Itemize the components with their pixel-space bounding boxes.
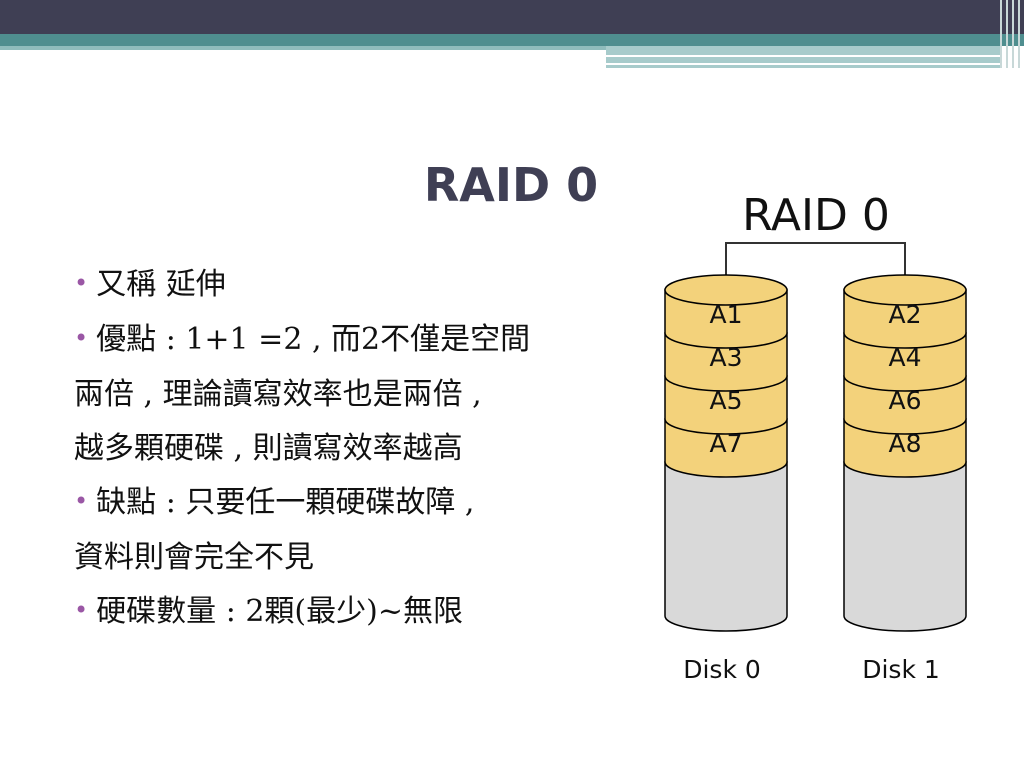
bullet-text: 又稱 延伸 (96, 267, 226, 302)
bullet-item: •硬碟數量 : 2顆(最少)~無限 (74, 585, 634, 640)
data-block (843, 375, 967, 435)
header-accent-panel (606, 46, 1001, 68)
header-accent-band (0, 34, 1024, 46)
bullet-text: 缺點 : 只要任一顆硬碟故障 , (96, 485, 475, 520)
bullet-dot-icon: • (74, 269, 89, 297)
bullet-text: 資料則會完全不見 (74, 540, 314, 575)
block-label: A3 (709, 343, 742, 372)
bullet-continuation: 越多顆硬碟 , 則讀寫效率越高 (74, 422, 634, 476)
disk-empty-space (843, 461, 967, 632)
bullet-dot-icon: • (74, 324, 89, 352)
block-label: A2 (888, 300, 921, 329)
bullet-item: •又稱 延伸 (74, 258, 634, 313)
header-edge-lines (996, 0, 1024, 68)
block-label: A6 (888, 386, 921, 415)
bullet-continuation: 資料則會完全不見 (74, 531, 634, 585)
bullet-item: •缺點 : 只要任一顆硬碟故障 , (74, 476, 634, 531)
header-accent-stripe (0, 46, 606, 50)
header-accent-line (606, 55, 1001, 57)
slide-title: RAID 0 (423, 158, 599, 212)
data-block (664, 289, 788, 349)
block-label: A8 (888, 429, 921, 458)
disk-label: Disk 1 (862, 655, 940, 684)
diagram-title: RAID 0 (742, 190, 890, 241)
bullet-list: •又稱 延伸•優點 : 1+1 =2 , 而2不僅是空間兩倍 , 理論讀寫效率也… (74, 258, 634, 640)
bullet-dot-icon: • (74, 596, 89, 624)
bullet-text: 硬碟數量 : 2顆(最少)~無限 (96, 594, 463, 629)
header-bar (0, 0, 1024, 34)
data-block (664, 375, 788, 435)
header-accent-line (606, 63, 1001, 65)
bullet-text: 兩倍 , 理論讀寫效率也是兩倍 , (74, 377, 482, 412)
bullet-continuation: 兩倍 , 理論讀寫效率也是兩倍 , (74, 368, 634, 422)
block-label: A1 (709, 300, 742, 329)
block-label: A7 (709, 429, 742, 458)
data-block (843, 418, 967, 478)
diagram-connector (725, 242, 906, 275)
bullet-item: •優點 : 1+1 =2 , 而2不僅是空間 (74, 313, 634, 368)
disk-top-cap (843, 274, 967, 306)
data-block (843, 289, 967, 349)
disk-top-cap (664, 274, 788, 306)
data-block (843, 332, 967, 392)
block-label: A4 (888, 343, 921, 372)
data-block (664, 418, 788, 478)
disk-label: Disk 0 (683, 655, 761, 684)
disk-empty-space (664, 461, 788, 632)
bullet-text: 越多顆硬碟 , 則讀寫效率越高 (74, 431, 463, 466)
bullet-dot-icon: • (74, 487, 89, 515)
bullet-text: 優點 : 1+1 =2 , 而2不僅是空間 (96, 322, 531, 357)
data-block (664, 332, 788, 392)
block-label: A5 (709, 386, 742, 415)
